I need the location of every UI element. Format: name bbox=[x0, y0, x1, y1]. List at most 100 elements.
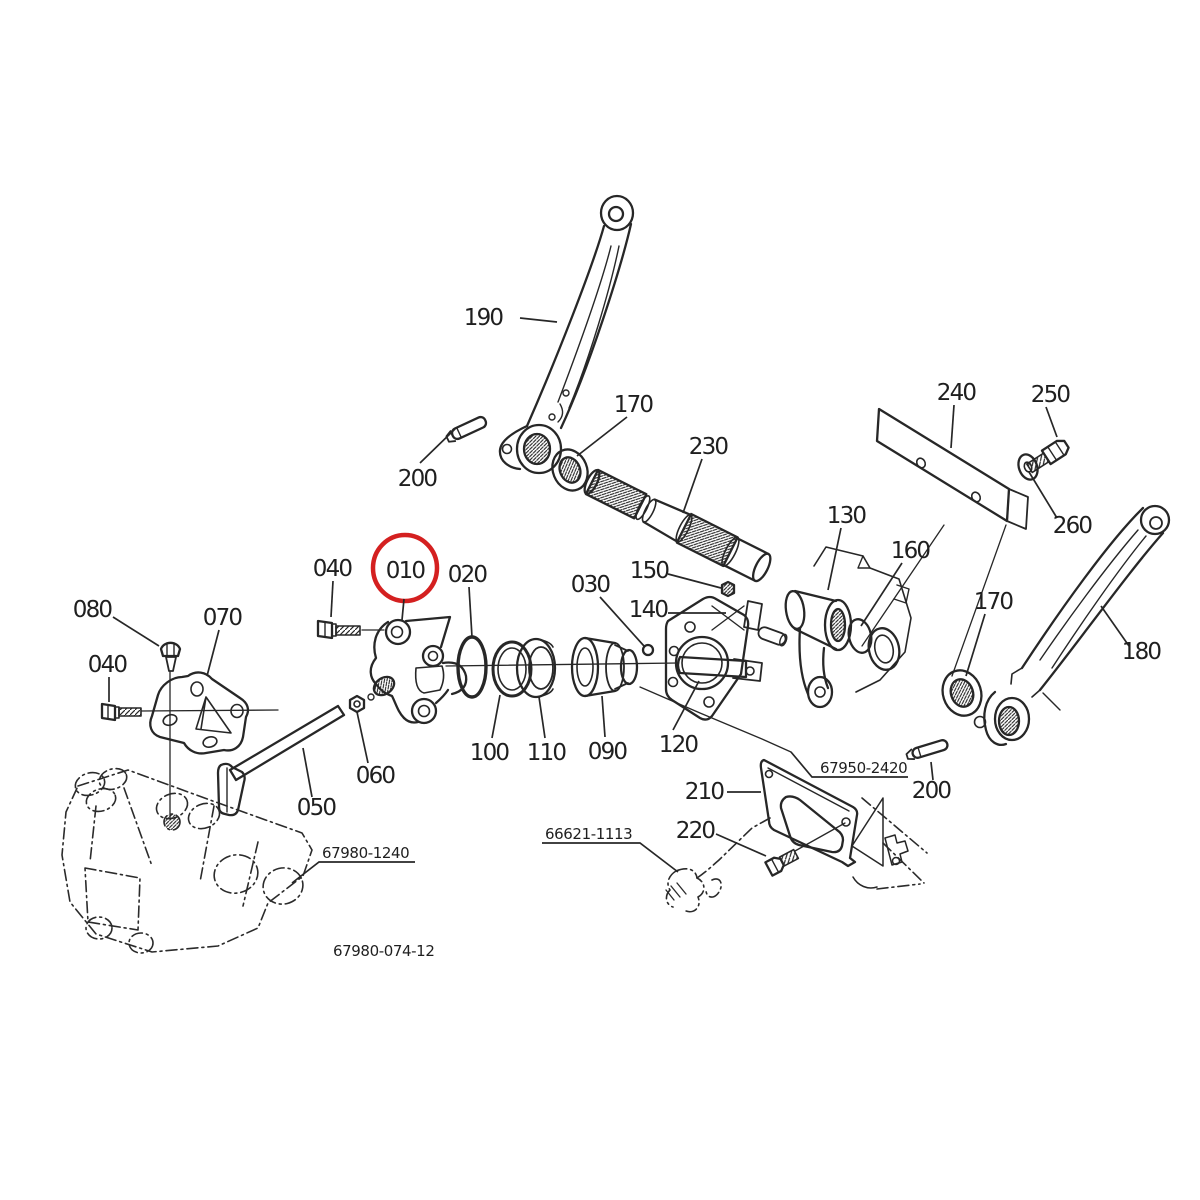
callout-210: 210 bbox=[685, 779, 761, 805]
callout-label: 170 bbox=[974, 589, 1014, 615]
leader-line bbox=[682, 458, 703, 514]
leader-line bbox=[860, 562, 903, 627]
callout-label: 190 bbox=[464, 305, 504, 331]
leader-line bbox=[519, 317, 558, 323]
callout-260: 260 bbox=[1028, 471, 1094, 539]
callout-label: 180 bbox=[1122, 639, 1162, 665]
part-number-67950-2420: 67950-2420 bbox=[790, 751, 908, 778]
shaft-230 bbox=[583, 468, 772, 583]
bolt-040-upper bbox=[316, 619, 361, 640]
callout-label: 020 bbox=[448, 562, 488, 588]
bracket-010 bbox=[367, 615, 468, 725]
callout-230: 230 bbox=[682, 434, 730, 514]
callout-label: 200 bbox=[912, 778, 952, 804]
alignment-lines bbox=[140, 524, 1007, 852]
callout-label: 060 bbox=[356, 763, 396, 789]
pin-200-top bbox=[445, 415, 488, 443]
leader-line bbox=[599, 596, 645, 647]
callout-label: 010 bbox=[386, 558, 426, 584]
callout-label: 170 bbox=[614, 392, 654, 418]
plug-080 bbox=[159, 641, 182, 672]
leader-line bbox=[468, 586, 473, 638]
leader-line bbox=[715, 833, 767, 857]
plate-070 bbox=[149, 671, 250, 755]
callout-label: 110 bbox=[527, 740, 567, 766]
callout-label: 130 bbox=[827, 503, 867, 529]
callout-label: 080 bbox=[73, 597, 113, 623]
link-140 bbox=[711, 600, 788, 647]
lever-180 bbox=[973, 504, 1171, 746]
callout-label: 030 bbox=[571, 572, 611, 598]
part-number-label: 67980-1240 bbox=[322, 844, 409, 862]
part-number-67980-1240: 67980-1240 bbox=[291, 844, 415, 884]
callout-label: 250 bbox=[1031, 382, 1071, 408]
leader-line bbox=[401, 598, 405, 621]
leader-line bbox=[965, 613, 986, 677]
callout-140: 140 bbox=[629, 597, 726, 623]
nut-060 bbox=[348, 694, 366, 714]
highlight-circle-010 bbox=[370, 532, 440, 604]
cup-110 bbox=[515, 637, 557, 699]
flange-120 bbox=[664, 595, 763, 721]
callout-240: 240 bbox=[937, 380, 978, 449]
leader-line bbox=[206, 629, 220, 677]
bearing-ring bbox=[867, 627, 901, 671]
callout-200: 200 bbox=[912, 761, 953, 804]
callout-010: 010 bbox=[386, 558, 427, 621]
leader-line bbox=[930, 761, 934, 781]
part-number-66621-1113: 66621-1113 bbox=[542, 825, 679, 873]
lever-190 bbox=[498, 194, 635, 475]
leader-line bbox=[601, 695, 606, 738]
leader-line bbox=[1100, 605, 1130, 647]
callout-label: 150 bbox=[630, 558, 670, 584]
callout-130: 130 bbox=[827, 503, 868, 591]
callout-090: 090 bbox=[588, 695, 629, 765]
plate-240 bbox=[875, 407, 1029, 530]
callout-label: 040 bbox=[88, 652, 128, 678]
callout-190: 190 bbox=[464, 305, 558, 331]
callout-label: 240 bbox=[937, 380, 977, 406]
case-67950-2420 bbox=[861, 797, 928, 890]
callout-label: 040 bbox=[313, 556, 353, 582]
callout-label: 090 bbox=[588, 739, 628, 765]
pin-200-right bbox=[905, 739, 949, 760]
callout-label: 120 bbox=[659, 732, 699, 758]
ring-100 bbox=[491, 640, 533, 698]
callout-label: 050 bbox=[297, 795, 337, 821]
leader-line bbox=[330, 580, 334, 618]
bolt-040-lower bbox=[100, 702, 142, 722]
callout-160: 160 bbox=[860, 538, 932, 627]
callout-170: 170 bbox=[576, 392, 655, 457]
callout-label: 210 bbox=[685, 779, 725, 805]
case-fin-detail bbox=[851, 797, 909, 889]
callout-label: 230 bbox=[689, 434, 729, 460]
callout-180: 180 bbox=[1100, 605, 1163, 665]
callout-080: 080 bbox=[73, 597, 160, 647]
drawing-number: 67980-074-12 bbox=[333, 942, 434, 960]
callout-label: 260 bbox=[1053, 513, 1093, 539]
callout-label: 220 bbox=[676, 818, 716, 844]
seal-170-right bbox=[941, 669, 983, 717]
bracket-130 bbox=[784, 546, 912, 709]
leader-line bbox=[667, 573, 722, 589]
leader-line bbox=[538, 696, 546, 739]
part-number-leader bbox=[542, 842, 679, 873]
callout-label: 200 bbox=[398, 466, 438, 492]
leader-line bbox=[672, 680, 700, 731]
leader-line bbox=[1028, 471, 1058, 519]
callout-050: 050 bbox=[297, 747, 338, 821]
callout-120: 120 bbox=[659, 680, 700, 758]
leader-line bbox=[491, 694, 501, 739]
callout-060: 060 bbox=[356, 711, 397, 789]
ball-030 bbox=[641, 643, 655, 657]
part-number-leader bbox=[291, 861, 415, 884]
part-number-leader bbox=[790, 751, 908, 778]
callout-220: 220 bbox=[676, 818, 767, 857]
leader-line bbox=[950, 404, 955, 449]
callout-label: 100 bbox=[470, 740, 510, 766]
nut-150 bbox=[720, 580, 736, 598]
callout-label: 140 bbox=[629, 597, 669, 623]
bolt-220 bbox=[764, 848, 800, 877]
part-number-label: 67950-2420 bbox=[820, 759, 907, 777]
